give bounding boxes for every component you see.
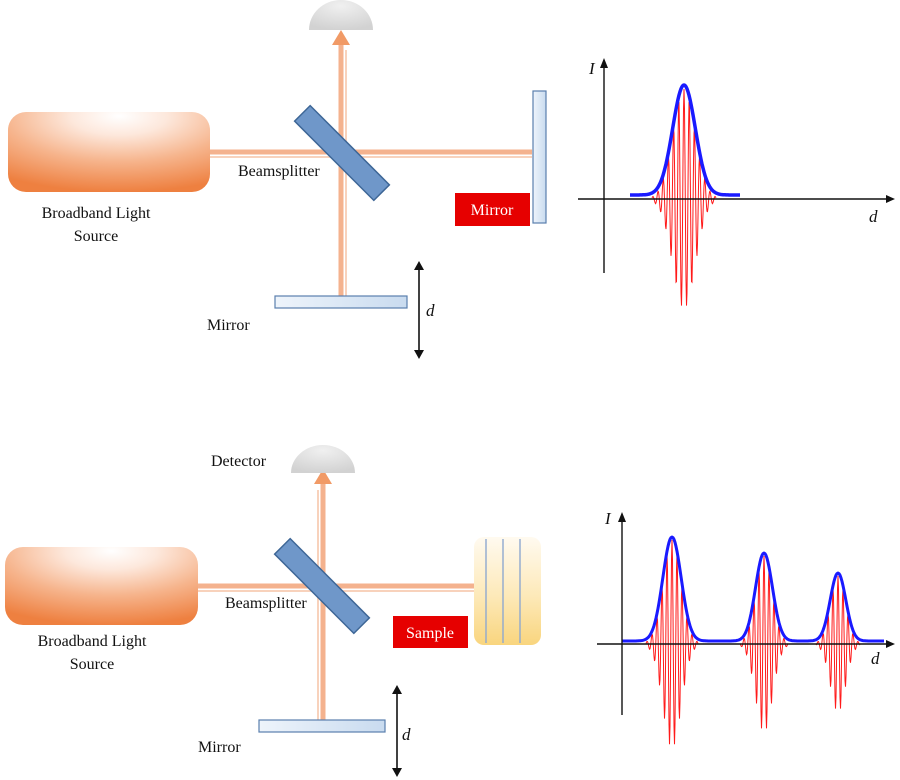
top-light-source <box>8 112 210 192</box>
top-mirror-tag <box>455 193 530 226</box>
top-moving-mirror-label: Mirror <box>207 317 250 334</box>
bottom-graph-fringes <box>645 539 861 745</box>
bottom-moving-mirror-label: Mirror <box>198 739 241 756</box>
fringe-trace <box>651 88 717 306</box>
bottom-displacement-arrow <box>392 685 402 777</box>
top-source-label-line2: Source <box>74 228 118 245</box>
fringe-trace <box>645 539 861 745</box>
bottom-moving-mirror <box>258 719 386 733</box>
top-graph-x-label: d <box>869 207 878 226</box>
top-graph-x-arrow <box>886 195 895 203</box>
top-beam-arrowhead <box>332 30 350 45</box>
bottom-graph-x-arrow <box>886 640 895 648</box>
bottom-beam-arrowhead <box>314 469 332 484</box>
bottom-detector <box>291 445 355 473</box>
top-displacement-label: d <box>426 301 435 320</box>
top-fixed-mirror <box>532 90 547 224</box>
top-graph-envelope <box>629 83 741 197</box>
bottom-graph: I d <box>597 509 895 745</box>
top-graph-y-label: I <box>588 59 596 78</box>
bottom-source-label-line2: Source <box>70 656 114 673</box>
top-beamsplitter <box>293 104 391 202</box>
top-graph-y-arrow <box>600 58 608 68</box>
top-graph-fringes <box>651 88 717 306</box>
top-moving-mirror <box>274 295 408 309</box>
top-graph: I d <box>578 58 895 306</box>
bottom-sample <box>474 537 541 645</box>
bottom-displacement-label: d <box>402 725 411 744</box>
top-displacement-arrow <box>414 261 424 359</box>
bottom-source-label-line1: Broadband Light <box>38 633 147 650</box>
top-setup: Broadband Light Source Beamsplitter Mirr… <box>8 0 895 359</box>
top-beams <box>210 40 532 296</box>
top-source-label-line1: Broadband Light <box>42 205 151 222</box>
bottom-beamsplitter-label: Beamsplitter <box>225 595 307 612</box>
bottom-sample-tag <box>393 616 468 648</box>
bottom-setup: Detector Broadband Light Source Beamspli… <box>5 445 895 777</box>
bottom-graph-y-arrow <box>618 512 626 522</box>
bottom-graph-x-label: d <box>871 649 880 668</box>
top-beamsplitter-label: Beamsplitter <box>238 163 320 180</box>
bottom-graph-y-label: I <box>604 509 612 528</box>
bottom-light-source <box>5 547 198 625</box>
top-fixed-mirror-label: Mirror <box>471 202 514 219</box>
bottom-graph-envelope <box>621 535 885 643</box>
top-detector <box>309 0 373 30</box>
bottom-sample-label: Sample <box>406 625 454 642</box>
bottom-detector-label: Detector <box>211 453 267 470</box>
bottom-beamsplitter <box>273 537 371 635</box>
